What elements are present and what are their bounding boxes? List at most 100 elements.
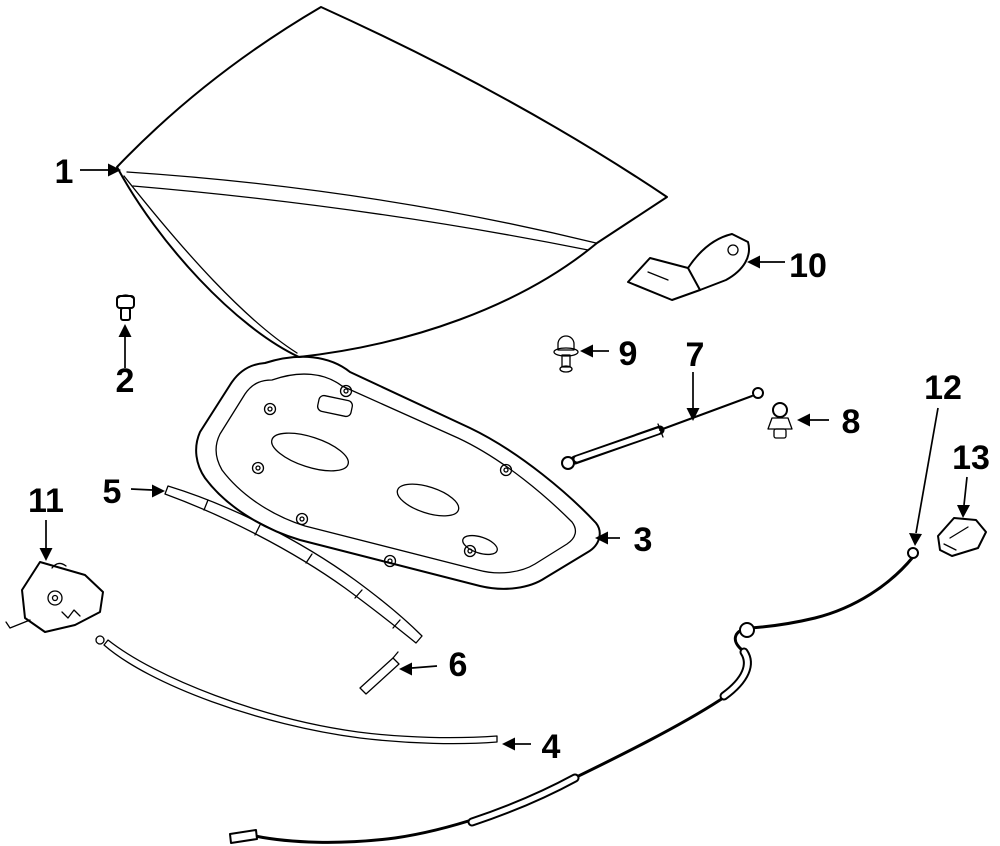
insulator-slot-3 <box>462 534 498 556</box>
hinge-base-plate <box>627 257 701 301</box>
callout-6-leader <box>411 665 438 669</box>
callout-5-leader <box>130 488 153 491</box>
callout-2-label[interactable]: 2 <box>116 362 135 400</box>
handle-body <box>937 517 987 557</box>
front-seal-end-hook <box>95 635 105 645</box>
strut-cylinder-core <box>574 428 661 462</box>
hood-insulator-pad <box>195 355 601 590</box>
hood-crease-top <box>126 171 597 244</box>
callout-9-arrow <box>580 344 593 358</box>
callout-4-label[interactable]: 4 <box>542 728 561 766</box>
callout-4-arrow <box>502 737 515 751</box>
callout-10-arrow <box>747 255 760 269</box>
callout-2[interactable]: 2 <box>116 324 135 400</box>
callout-12-label[interactable]: 12 <box>924 369 962 407</box>
latch-lever <box>5 619 31 629</box>
hinge-bolt-hole <box>727 244 739 256</box>
callout-1-arrow <box>108 163 121 177</box>
callout-9-label[interactable]: 9 <box>619 335 638 373</box>
hood-release-cable <box>229 547 919 844</box>
hood-hinge <box>627 233 750 301</box>
callout-7-label[interactable]: 7 <box>686 336 705 374</box>
rear-seal-strip <box>164 485 423 644</box>
callout-13-arrow <box>957 505 970 518</box>
bumper-cap-top <box>117 294 134 299</box>
strut-collar <box>657 423 664 438</box>
callout-10-label[interactable]: 10 <box>789 247 827 285</box>
hinge-slot <box>647 271 669 281</box>
seal-clip-pin <box>359 651 400 695</box>
clip-pin-body <box>359 657 400 695</box>
insulator-slot-1 <box>271 432 349 472</box>
hood-panel <box>116 6 668 358</box>
hood-crease-front <box>123 175 298 354</box>
ball-stud-neck <box>767 417 793 430</box>
insulator-inner-edge <box>215 373 577 574</box>
ball-stud-head <box>772 402 788 418</box>
callout-7[interactable]: 7 <box>686 336 705 421</box>
callout-8-label[interactable]: 8 <box>842 403 861 441</box>
stopper-dome <box>557 335 575 351</box>
callout-12-leader <box>915 407 939 534</box>
strut-eyelet-right <box>752 387 764 399</box>
ball-stud <box>767 402 793 439</box>
callout-4[interactable]: 4 <box>502 728 561 766</box>
cable-sleeve-upper-core <box>721 649 750 699</box>
callout-2-arrow <box>118 324 132 337</box>
ball-stud-base <box>773 428 787 439</box>
callout-3-label[interactable]: 3 <box>634 521 653 559</box>
strut-eyelet-left <box>561 456 575 470</box>
insulator-vent <box>316 394 354 418</box>
hood-stopper <box>553 335 579 373</box>
callout-8-arrow <box>797 413 810 427</box>
cable-grommet <box>907 547 919 559</box>
callout-7-arrow <box>686 408 700 421</box>
callout-13-label[interactable]: 13 <box>952 439 990 477</box>
stopper-flange <box>553 347 579 357</box>
bumper-cap <box>116 295 135 309</box>
hood-release-handle <box>937 517 987 557</box>
front-seal-body <box>103 639 498 745</box>
bumper-stem <box>120 307 131 321</box>
hood-outline <box>116 6 668 358</box>
callout-11-arrow <box>39 548 53 561</box>
callout-5-label[interactable]: 5 <box>103 473 122 511</box>
stopper-foot <box>559 365 573 373</box>
callout-1-label[interactable]: 1 <box>55 153 74 191</box>
clip-pin-tip <box>392 651 399 659</box>
callout-12[interactable]: 12 <box>909 369 962 546</box>
callout-6[interactable]: 6 <box>399 646 467 684</box>
strut-rod <box>659 395 753 431</box>
cable-sleeve-lower-core <box>469 775 578 825</box>
rear-seal-clips <box>203 499 401 629</box>
cable-end-fitting <box>229 829 258 844</box>
insulator-clip-holes <box>251 384 513 568</box>
stopper-stem <box>561 354 571 368</box>
callout-9[interactable]: 9 <box>580 335 637 373</box>
latch-striker-hook <box>51 562 67 569</box>
latch-spring <box>61 609 81 619</box>
callout-6-arrow <box>399 662 412 676</box>
callouts: 1 2 3 4 5 6 7 <box>28 153 990 766</box>
handle-grip-line <box>949 526 969 539</box>
cable-run <box>253 555 915 844</box>
hood-bumper <box>116 294 135 321</box>
callout-13-leader <box>963 476 968 506</box>
callout-5[interactable]: 5 <box>103 473 165 511</box>
callout-11-label[interactable]: 11 <box>28 482 64 520</box>
callout-6-label[interactable]: 6 <box>449 646 468 684</box>
callout-13[interactable]: 13 <box>952 439 990 518</box>
latch-pivot-center <box>51 594 59 602</box>
hinge-arm <box>687 233 750 291</box>
callout-10[interactable]: 10 <box>747 247 827 285</box>
front-seal-strip <box>95 635 498 745</box>
callout-1[interactable]: 1 <box>55 153 121 191</box>
hood-latch <box>5 561 104 633</box>
callout-3[interactable]: 3 <box>595 521 652 559</box>
callout-11[interactable]: 11 <box>28 482 64 561</box>
latch-pivot <box>47 590 63 606</box>
callout-8[interactable]: 8 <box>797 403 860 441</box>
callout-5-arrow <box>152 484 165 498</box>
